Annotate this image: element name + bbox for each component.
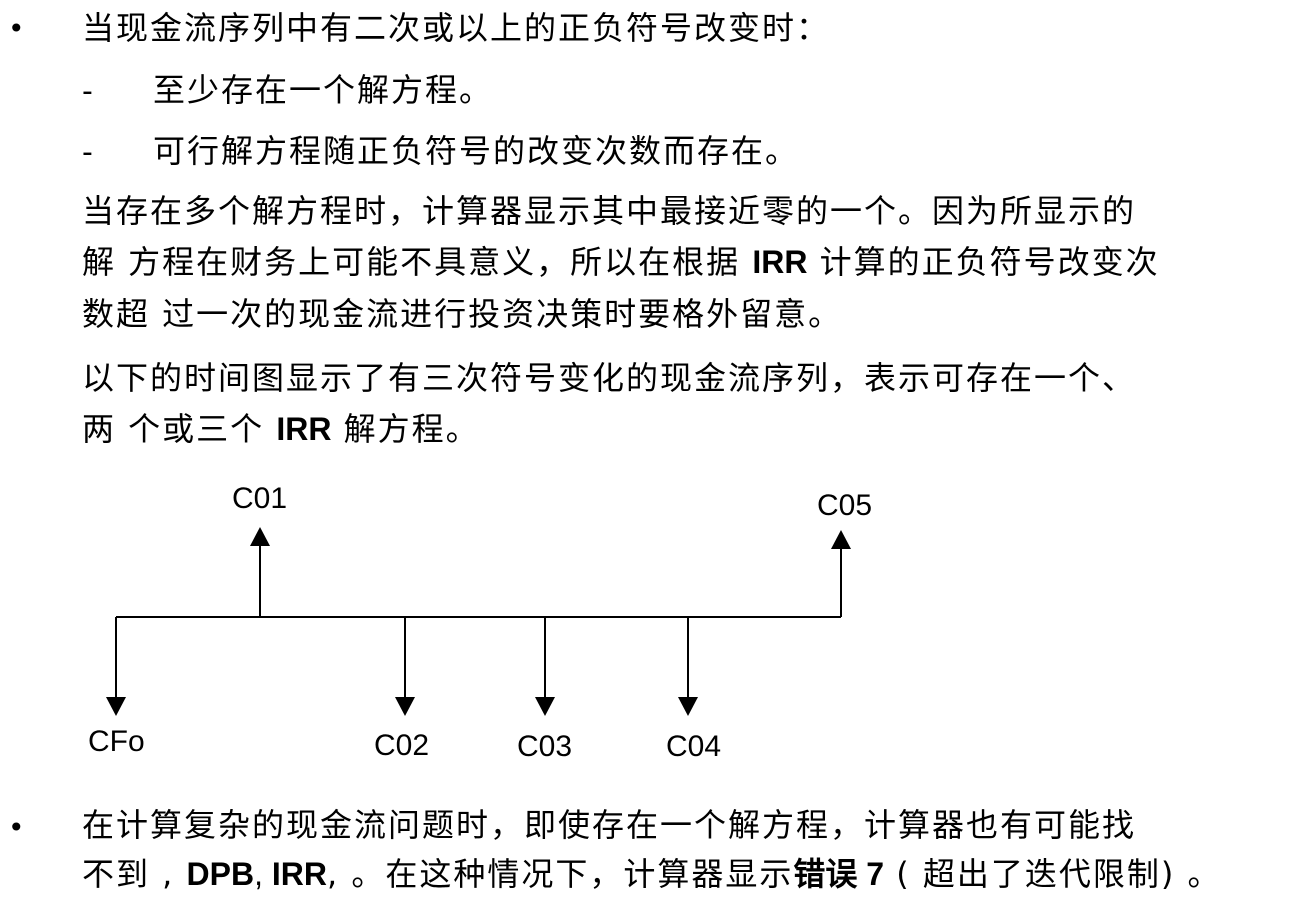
bottom-line2-text-c: ( 超出了迭代限制) 。 xyxy=(884,855,1222,893)
sub-item-at-least-one: 至少存在一个解方程。 xyxy=(153,71,494,109)
dash-marker: - xyxy=(82,74,93,109)
label-c01: C01 xyxy=(232,482,287,515)
para2-line2-text-a: 两 个或三个 xyxy=(82,410,277,448)
label-c03: C03 xyxy=(517,730,572,763)
bottom-line2: 不到 , DPB, IRR, 。在这种情况下，计算器显示错误 7 ( 超出了迭代… xyxy=(82,854,1222,894)
para2-line1: 以下的时间图显示了有三次符号变化的现金流序列，表示可存在一个、 xyxy=(82,359,1137,397)
para1-line1: 当存在多个解方程时，计算器显示其中最接近零的一个。因为所显示的 xyxy=(82,192,1137,230)
cf0-arrow xyxy=(106,617,126,716)
c01-arrow xyxy=(250,527,270,617)
bullet-text-sign-changes: 当现金流序列中有二次或以上的正负符号改变时： xyxy=(82,9,831,47)
bullet-marker: • xyxy=(8,12,25,45)
para1-line2: 解 方程在财务上可能不具意义，所以在根据 IRR 计算的正负符号改变次 xyxy=(82,242,1160,282)
sub-item-feasible-solutions: 可行解方程随正负符号的改变次数而存在。 xyxy=(153,132,800,170)
bottom-line2-text-b: , 。在这种情况下，计算器显示 xyxy=(326,855,794,893)
para2-line2: 两 个或三个 IRR 解方程。 xyxy=(82,409,480,449)
dpb-term: DPB xyxy=(186,856,255,892)
c04-arrow xyxy=(678,617,698,716)
label-c05: C05 xyxy=(817,489,872,522)
label-c02: C02 xyxy=(374,729,429,762)
error-7-term: 错误 7 xyxy=(793,856,885,892)
label-c04: C04 xyxy=(666,730,721,763)
dash-marker: - xyxy=(82,135,93,170)
cash-flow-timeline: CFo C01 C02 C03 C04 C05 xyxy=(88,482,872,763)
bullet-marker: • xyxy=(8,811,25,844)
irr-term: IRR xyxy=(271,856,327,892)
para1-line2-text-a: 解 方程在财务上可能不具意义，所以在根据 xyxy=(82,243,753,281)
separator: , xyxy=(254,856,272,892)
para1-line3: 数超 过一次的现金流进行投资决策时要格外留意。 xyxy=(82,295,843,333)
para1-line2-text-b: 计算的正负符号改变次 xyxy=(807,243,1160,281)
bottom-line2-text-a: 不到 , xyxy=(82,855,187,893)
c05-arrow xyxy=(831,530,851,617)
para2-line2-text-b: 解方程。 xyxy=(331,410,480,448)
irr-term: IRR xyxy=(276,411,332,447)
c02-arrow xyxy=(395,617,415,716)
c03-arrow xyxy=(535,617,555,716)
irr-term: IRR xyxy=(752,244,808,280)
bottom-line1: 在计算复杂的现金流问题时，即使存在一个解方程，计算器也有可能找 xyxy=(82,806,1137,844)
label-cf0: CFo xyxy=(88,725,145,758)
